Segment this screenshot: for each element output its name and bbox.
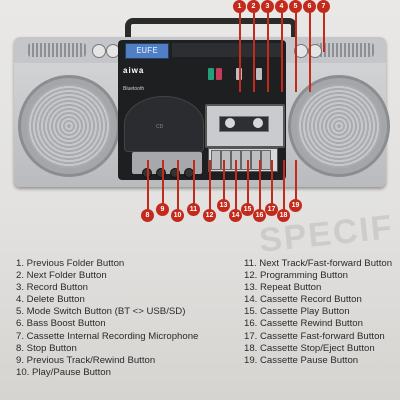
brand-logo: aiwa <box>123 66 145 75</box>
legend-item: 5. Mode Switch Button (BT <> USB/SD) <box>16 306 186 318</box>
bluetooth-label: Bluetooth <box>123 86 145 92</box>
callout-5: 5 <box>289 0 302 13</box>
leader-line-9 <box>162 160 164 204</box>
cd-compartment <box>124 96 204 152</box>
leader-line-11 <box>193 160 195 204</box>
legend-item: 10. Play/Pause Button <box>16 366 111 378</box>
legend-item: 15. Cassette Play Button <box>244 306 350 318</box>
legend-item: 12. Programming Button <box>244 270 348 282</box>
left-knob <box>92 44 106 58</box>
leader-line-5 <box>295 12 297 92</box>
callout-8: 8 <box>141 209 154 222</box>
callout-2: 2 <box>247 0 260 13</box>
callout-12: 12 <box>203 209 216 222</box>
cassette-key <box>221 150 231 170</box>
top-button-row <box>172 43 282 57</box>
legend-item: 11. Next Track/Fast-forward Button <box>244 258 393 269</box>
leader-line-7 <box>323 12 325 52</box>
leader-line-14 <box>235 160 237 210</box>
lcd-display: EUFE <box>125 43 169 59</box>
legend-item: 6. Bass Boost Button <box>16 318 106 330</box>
right-knob-2 <box>308 44 322 58</box>
callout-10: 10 <box>171 209 184 222</box>
legend-item: 7. Cassette Internal Recording Microphon… <box>16 330 199 342</box>
legend-right: 11. Next Track/Fast-forward Button 12. P… <box>244 258 392 367</box>
legend-left: 1. Previous Folder Button 2. Next Folder… <box>16 258 198 379</box>
leader-line-8 <box>147 160 149 210</box>
callout-17: 17 <box>265 203 278 216</box>
leader-line-4 <box>281 12 283 92</box>
leader-line-6 <box>309 12 311 92</box>
callout-14: 14 <box>229 209 242 222</box>
leader-line-13 <box>223 160 225 200</box>
leader-line-12 <box>209 160 211 210</box>
callout-3: 3 <box>261 0 274 13</box>
callout-13: 13 <box>217 199 230 212</box>
leader-line-10 <box>177 160 179 210</box>
leader-line-17 <box>271 160 273 204</box>
callout-4: 4 <box>275 0 288 13</box>
legend-item: 1. Previous Folder Button <box>16 258 125 269</box>
legend-item: 9. Previous Track/Rewind Button <box>16 354 156 366</box>
callout-1: 1 <box>233 0 246 13</box>
legend-item: 13. Repeat Button <box>244 282 322 294</box>
callout-9: 9 <box>156 203 169 216</box>
legend-item: 18. Cassette Stop/Eject Button <box>244 342 375 354</box>
legend-item: 8. Stop Button <box>16 342 77 354</box>
callout-19: 19 <box>289 199 302 212</box>
front-jack <box>156 168 166 178</box>
left-speaker <box>18 75 120 177</box>
leader-line-19 <box>295 160 297 200</box>
legend-item: 14. Cassette Record Button <box>244 294 362 306</box>
callout-18: 18 <box>277 209 290 222</box>
cassette-key <box>211 150 221 170</box>
leader-line-15 <box>247 160 249 204</box>
legend-item: 2. Next Folder Button <box>16 270 107 282</box>
green-indicator <box>208 68 214 80</box>
legend-item: 19. Cassette Pause Button <box>244 354 359 366</box>
left-vent <box>28 43 86 57</box>
cassette-reel-right <box>253 118 263 128</box>
legend-item: 4. Delete Button <box>16 294 85 306</box>
callout-7: 7 <box>317 0 330 13</box>
pink-indicator <box>216 68 222 80</box>
cassette-key <box>261 150 271 170</box>
cassette-key <box>241 150 251 170</box>
leader-line-16 <box>259 160 261 210</box>
legend-item: 17. Cassette Fast-forward Button <box>244 330 385 342</box>
boombox-handle <box>125 18 297 48</box>
right-speaker <box>288 75 390 177</box>
cassette-deck <box>205 104 285 148</box>
right-knob <box>294 44 308 58</box>
leader-line-1 <box>239 12 241 92</box>
legend-item: 16. Cassette Rewind Button <box>244 318 363 330</box>
cassette-reel-left <box>225 118 235 128</box>
slider-control-2 <box>256 68 262 80</box>
callout-6: 6 <box>303 0 316 13</box>
legend-item: 3. Record Button <box>16 282 88 294</box>
callout-11: 11 <box>187 203 200 216</box>
callout-16: 16 <box>253 209 266 222</box>
cd-logo: CD <box>156 124 164 130</box>
leader-line-3 <box>267 12 269 92</box>
leader-line-18 <box>283 160 285 210</box>
callout-15: 15 <box>241 203 254 216</box>
right-vent <box>316 43 374 57</box>
leader-line-2 <box>253 12 255 92</box>
front-jack <box>170 168 180 178</box>
